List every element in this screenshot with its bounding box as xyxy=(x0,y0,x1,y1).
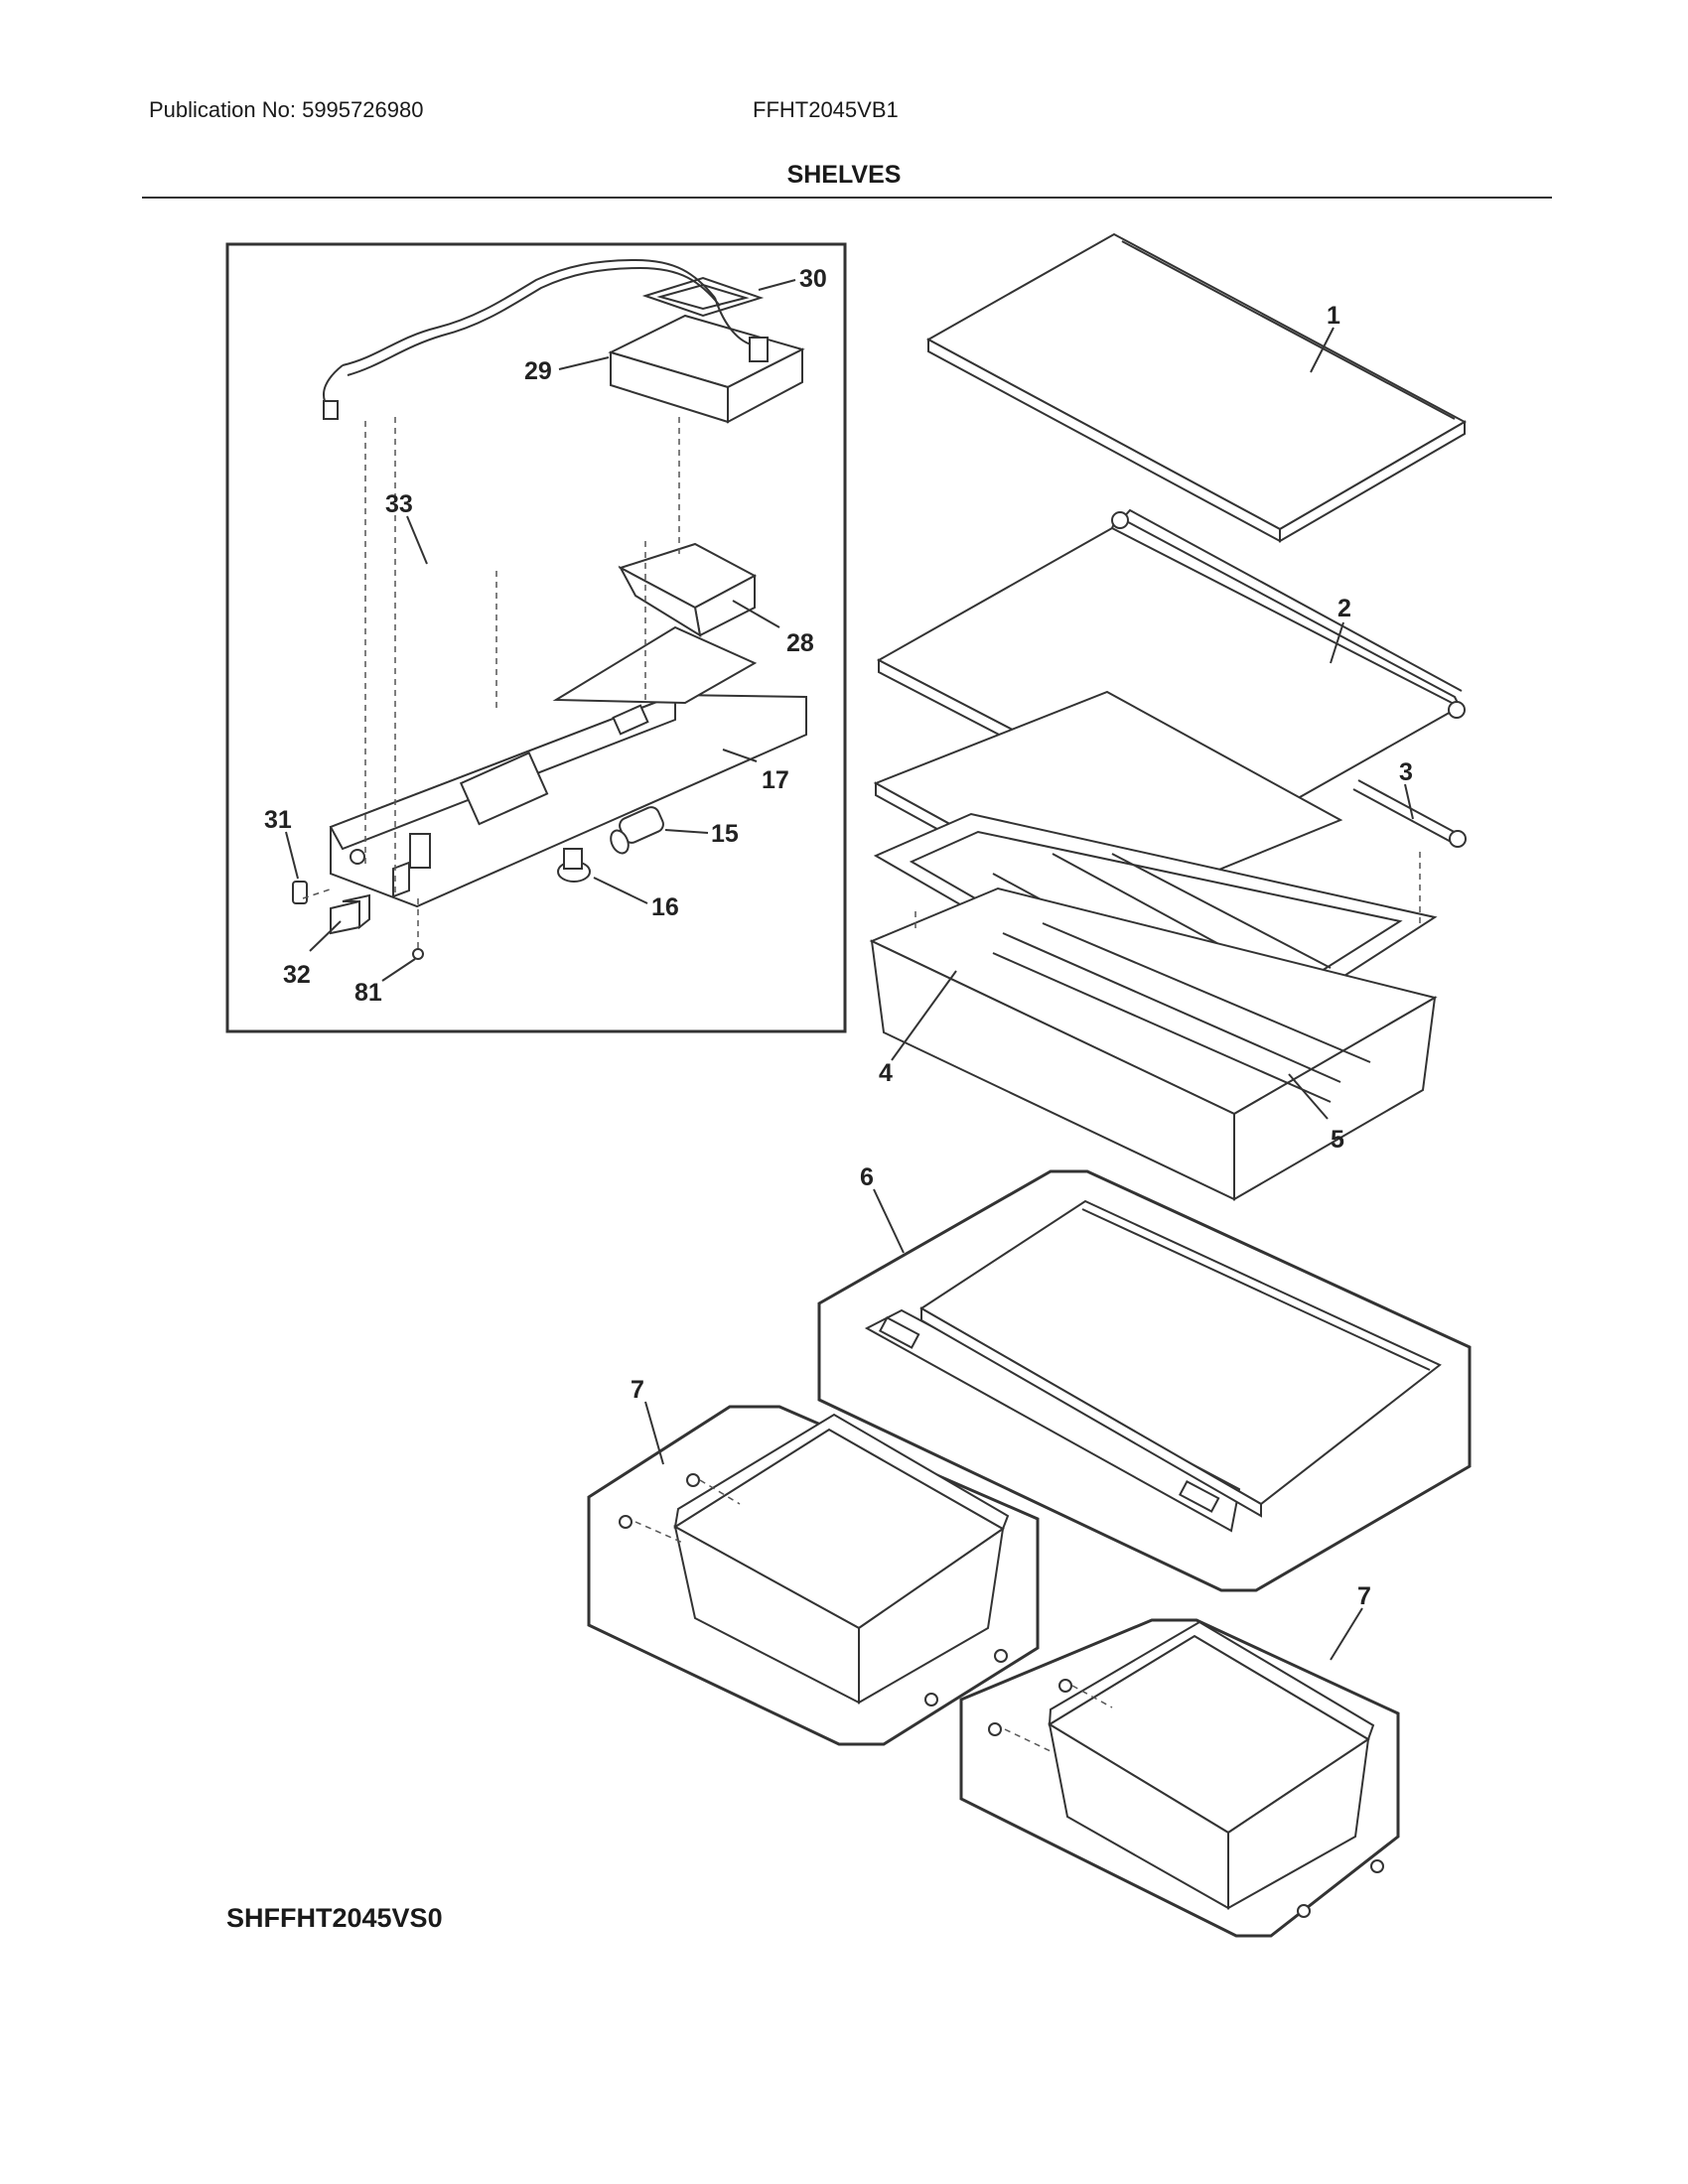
part-16-drawing xyxy=(557,848,591,883)
section-title: SHELVES xyxy=(786,161,902,189)
part-1-drawing xyxy=(925,232,1468,543)
label-part-2: 2 xyxy=(1337,595,1351,622)
part-7b-frame xyxy=(959,1618,1400,1938)
label-part-33: 33 xyxy=(385,490,413,518)
label-part-30: 30 xyxy=(799,265,827,293)
part-6-drawing xyxy=(864,1199,1442,1533)
label-part-15: 15 xyxy=(711,820,739,848)
leader-lines xyxy=(285,279,1414,1661)
label-part-16: 16 xyxy=(651,893,679,921)
label-part-4: 4 xyxy=(879,1059,893,1087)
label-part-31: 31 xyxy=(264,806,292,834)
part-6-frame xyxy=(817,1169,1472,1592)
part-32-drawing xyxy=(330,893,370,935)
part-15-drawing xyxy=(610,806,664,855)
label-part-29: 29 xyxy=(524,357,552,385)
label-part-17: 17 xyxy=(762,766,789,794)
part-3-drawing xyxy=(1352,779,1467,848)
part-30-drawing xyxy=(641,276,765,318)
part-7b-drawing xyxy=(988,1620,1384,1918)
label-part-28: 28 xyxy=(786,629,814,657)
label-part-3: 3 xyxy=(1399,758,1413,786)
part-29-drawing xyxy=(608,314,805,424)
part-17-drawing xyxy=(329,625,807,908)
model-number: FFHT2045VB1 xyxy=(753,97,899,122)
diagram-code: SHFFHT2045VS0 xyxy=(226,1903,443,1933)
part-33-drawing xyxy=(323,258,769,420)
part-31-drawing xyxy=(292,881,308,904)
label-part-6: 6 xyxy=(860,1163,874,1191)
label-part-32: 32 xyxy=(283,961,311,989)
part-81-drawing xyxy=(412,948,424,960)
label-part-81: 81 xyxy=(354,979,382,1007)
publication-number: Publication No: 5995726980 xyxy=(149,97,424,122)
inset-frame xyxy=(225,242,847,1033)
label-part-1: 1 xyxy=(1327,302,1340,330)
part-7a-drawing xyxy=(619,1413,1010,1706)
label-part-7-lower: 7 xyxy=(1357,1582,1371,1610)
label-part-7-upper: 7 xyxy=(631,1376,644,1404)
part-28-drawing xyxy=(618,542,758,638)
header-rule xyxy=(142,197,1552,199)
label-part-5: 5 xyxy=(1331,1126,1344,1154)
part-7a-frame xyxy=(587,1405,1040,1746)
part-5-drawing xyxy=(869,887,1438,1201)
